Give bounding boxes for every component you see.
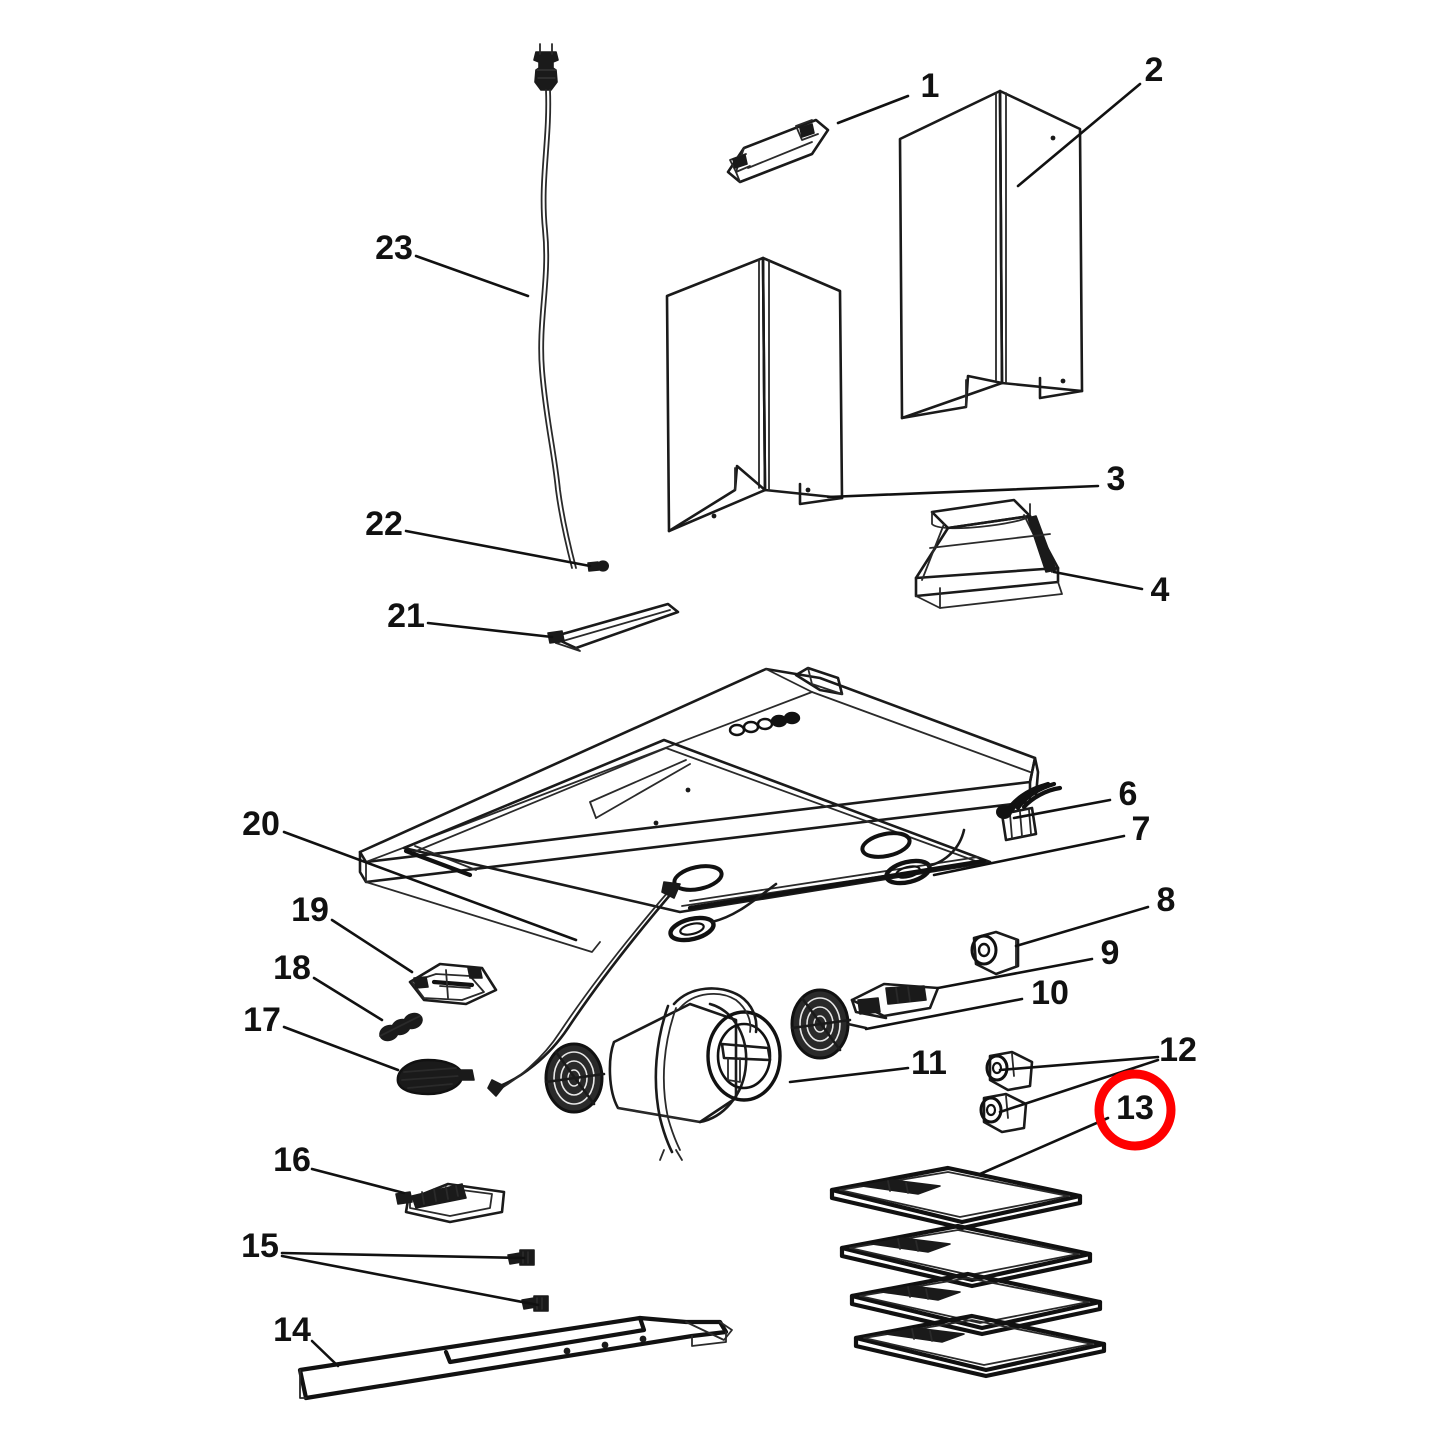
- grease-filter: [853, 1313, 1107, 1379]
- callout-leader-7: [932, 834, 1126, 877]
- callout-number-2[interactable]: 2: [1145, 51, 1164, 89]
- callout-number-23[interactable]: 23: [375, 229, 413, 267]
- callout-number-14[interactable]: 14: [273, 1311, 311, 1349]
- part-power-cord-with-plug: [533, 43, 577, 569]
- callout-leader-16: [310, 1167, 406, 1195]
- part-duct-transition-damper: [914, 498, 1063, 609]
- screw: [521, 1295, 549, 1312]
- callout-number-15[interactable]: 15: [241, 1227, 279, 1265]
- callout-leader-23: [414, 254, 530, 298]
- part-blower-motor-assembly: [544, 987, 868, 1161]
- part-wire-nuts-connectors: [379, 1012, 423, 1042]
- callout-number-21[interactable]: 21: [387, 597, 425, 635]
- highlight-circle-part-13: [1094, 1069, 1176, 1151]
- callout-leader-1: [836, 94, 910, 125]
- part-hood-canopy-body: [358, 666, 1040, 953]
- callout-leader-22: [404, 529, 592, 568]
- callout-leader-9: [936, 957, 1094, 990]
- callout-leader-11: [788, 1066, 910, 1084]
- callout-leader-4: [1052, 570, 1144, 591]
- callout-number-1[interactable]: 1: [921, 67, 940, 105]
- callout-leader-21: [426, 621, 554, 639]
- callout-leader-lines: [280, 82, 1160, 1368]
- callout-number-3[interactable]: 3: [1107, 460, 1126, 498]
- callout-number-7[interactable]: 7: [1132, 810, 1151, 848]
- part-light-lens-assembly: [850, 982, 940, 1020]
- callout-leader-18: [312, 976, 384, 1022]
- callout-leader-6: [1012, 798, 1112, 820]
- part-mounting-bracket-rail: [726, 118, 830, 184]
- callout-number-8[interactable]: 8: [1157, 881, 1176, 919]
- part-baffle-plate: [547, 602, 680, 652]
- blower-wheel-right: [790, 988, 852, 1060]
- grease-filter: [829, 1165, 1083, 1231]
- callout-number-11[interactable]: 11: [911, 1044, 947, 1082]
- part-junction-box: [408, 962, 498, 1006]
- callout-number-17[interactable]: 17: [243, 1001, 281, 1039]
- part-wiring-harness-connector: [996, 781, 1063, 842]
- part-control-switch-panel: [395, 1182, 506, 1224]
- callout-number-22[interactable]: 22: [365, 505, 403, 543]
- bulb-holder-lower: [979, 1092, 1028, 1134]
- callout-number-4[interactable]: 4: [1151, 571, 1170, 609]
- bulb-holder-upper: [985, 1050, 1034, 1092]
- part-lamp-housing: [970, 930, 1020, 976]
- callout-number-20[interactable]: 20: [242, 805, 280, 843]
- callout-leader-15: [280, 1251, 540, 1307]
- callout-leader-14: [310, 1339, 340, 1368]
- callout-leader-2: [1016, 82, 1142, 188]
- callout-number-6[interactable]: 6: [1119, 775, 1138, 813]
- part-screws-fasteners: [507, 1249, 549, 1312]
- part-light-bulb-holders: [979, 1050, 1034, 1134]
- callout-leader-10: [864, 997, 1024, 1031]
- grease-filter: [849, 1271, 1103, 1337]
- grease-filter: [839, 1223, 1093, 1289]
- callout-leader-17: [282, 1025, 400, 1072]
- part-flex-conduit: [487, 881, 681, 1097]
- callout-number-10[interactable]: 10: [1031, 974, 1069, 1012]
- callout-leader-19: [330, 918, 414, 974]
- callout-number-19[interactable]: 19: [291, 891, 329, 929]
- screw: [507, 1249, 535, 1266]
- callout-number-18[interactable]: 18: [273, 949, 311, 987]
- callout-number-16[interactable]: 16: [273, 1141, 311, 1179]
- part-screw-fastener: [587, 560, 609, 572]
- callout-number-12[interactable]: 12: [1159, 1031, 1197, 1069]
- control-buttons[interactable]: [728, 711, 801, 737]
- callout-number-9[interactable]: 9: [1101, 934, 1120, 972]
- callout-leader-13: [978, 1116, 1110, 1176]
- blower-wheel-left: [544, 1042, 606, 1114]
- callout-leader-20: [282, 830, 578, 942]
- part-light-socket-wire: [884, 828, 966, 886]
- part-front-trim-valance: [297, 1315, 733, 1401]
- part-upper-chimney-duct-cover: [898, 89, 1084, 420]
- part-grease-filter-stack: [829, 1165, 1107, 1379]
- callout-number-13[interactable]: 13: [1116, 1089, 1154, 1127]
- callout-leader-12: [998, 1055, 1160, 1114]
- part-charcoal-filter: [396, 1058, 475, 1096]
- callout-leader-8: [1014, 905, 1150, 948]
- part-lower-chimney-duct-cover: [665, 256, 844, 533]
- part-light-socket-wire-secondary: [668, 882, 778, 943]
- callout-leader-3: [826, 484, 1100, 499]
